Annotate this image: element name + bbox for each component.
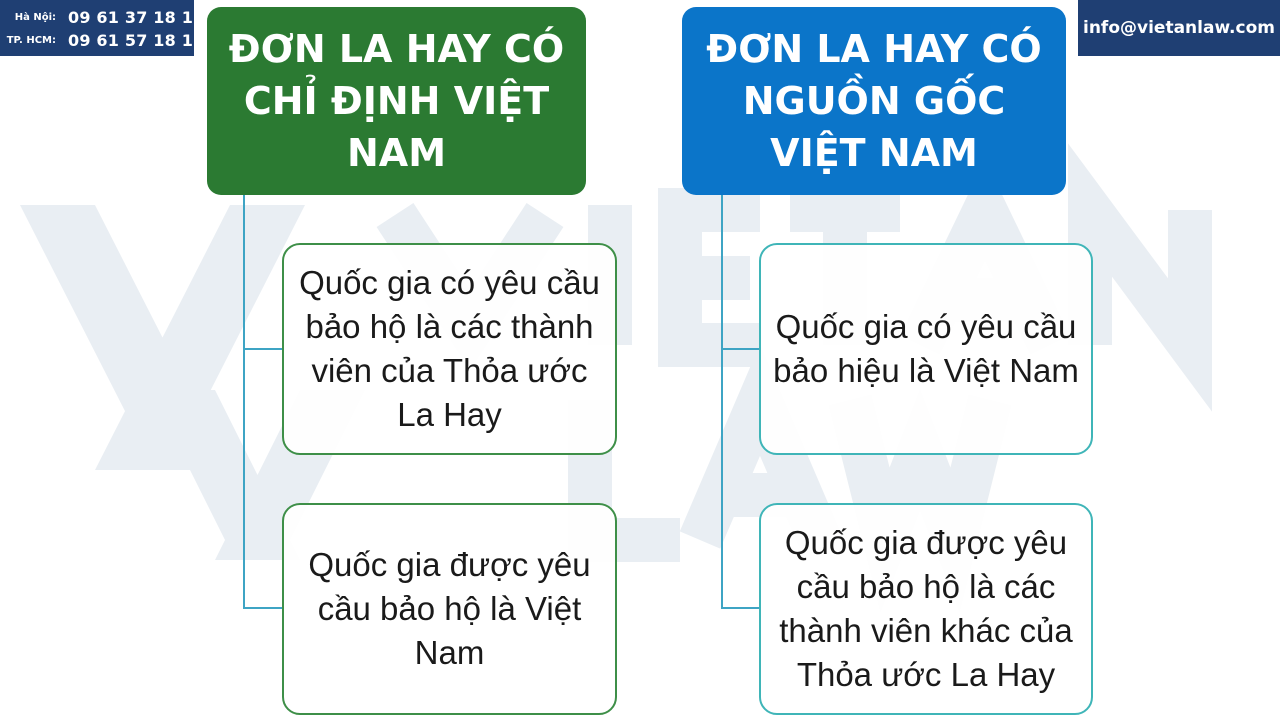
hcm-phone[interactable]: 09 61 57 18 18 xyxy=(68,30,205,50)
left-child-box-1: Quốc gia có yêu cầu bảo hộ là các thành … xyxy=(282,243,617,455)
email-contact-box: info@vietanlaw.com xyxy=(1078,0,1280,56)
left-header-title: ĐƠN LA HAY CÓ CHỈ ĐỊNH VIỆT NAM xyxy=(228,27,565,175)
hanoi-phone[interactable]: 09 61 37 18 18 xyxy=(68,7,205,27)
left-header-box: ĐƠN LA HAY CÓ CHỈ ĐỊNH VIỆT NAM xyxy=(207,7,586,195)
left-connector-line xyxy=(243,195,282,609)
right-child-text-1: Quốc gia có yêu cầu bảo hiệu là Việt Nam xyxy=(773,308,1079,389)
right-child-box-2: Quốc gia được yêu cầu bảo hộ là các thàn… xyxy=(759,503,1093,715)
hanoi-label: Hà Nội: xyxy=(14,11,56,23)
right-child-text-2: Quốc gia được yêu cầu bảo hộ là các thàn… xyxy=(779,524,1073,693)
left-child-text-1: Quốc gia có yêu cầu bảo hộ là các thành … xyxy=(299,264,600,433)
left-child-text-2: Quốc gia được yêu cầu bảo hộ là Việt Nam xyxy=(308,546,591,671)
hanoi-contact-row: Hà Nội: 09 61 37 18 18 xyxy=(6,6,204,28)
right-header-title: ĐƠN LA HAY CÓ NGUỒN GỐC VIỆT NAM xyxy=(706,27,1042,175)
right-child-box-1: Quốc gia có yêu cầu bảo hiệu là Việt Nam xyxy=(759,243,1093,455)
hcm-label: TP. HCM: xyxy=(6,34,56,46)
email-link[interactable]: info@vietanlaw.com xyxy=(1083,18,1275,38)
left-child-box-2: Quốc gia được yêu cầu bảo hộ là Việt Nam xyxy=(282,503,617,715)
hcm-contact-row: TP. HCM: 09 61 57 18 18 xyxy=(6,29,204,51)
right-connector-line xyxy=(721,195,759,609)
right-header-box: ĐƠN LA HAY CÓ NGUỒN GỐC VIỆT NAM xyxy=(682,7,1066,195)
phone-contact-box: Hà Nội: 09 61 37 18 18 TP. HCM: 09 61 57… xyxy=(0,0,204,56)
